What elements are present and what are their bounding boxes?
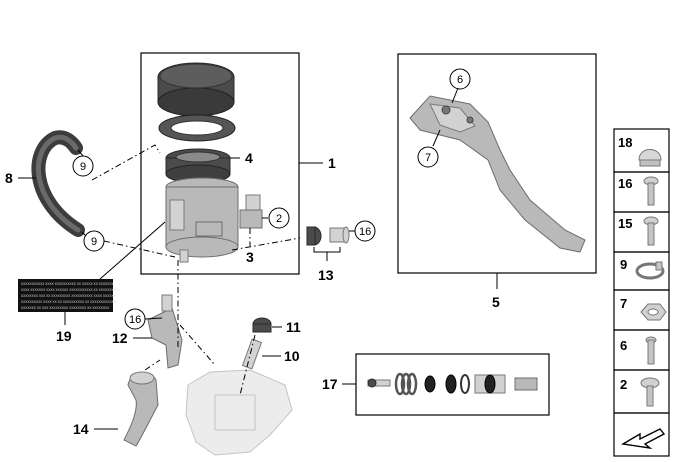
screw-icon: [643, 216, 659, 246]
callout-14[interactable]: 14: [73, 421, 89, 437]
clamp-part[interactable]: [239, 194, 263, 229]
fitting-bolt[interactable]: [329, 226, 350, 244]
arrow-icon[interactable]: [620, 428, 666, 450]
cap-nut-icon: [638, 149, 662, 167]
callout-6[interactable]: 6: [457, 74, 463, 86]
warning-line-2: XXXX XXXXXXX XXXX XXXXXX XXXXXXXXXXX XX …: [21, 288, 121, 292]
callout-1[interactable]: 1: [328, 155, 336, 171]
spring: [394, 372, 418, 396]
sidebar-item-label: 18: [618, 135, 632, 150]
callout-16-right[interactable]: 16: [359, 226, 371, 238]
repair-kit-parts[interactable]: [367, 372, 538, 396]
callout-17[interactable]: 17: [322, 376, 338, 392]
warning-line-1: XXXXXXXXXXX XXXX XXXXXXXXXX XX XXXXX XX …: [21, 282, 114, 286]
hose-clamp-icon: [635, 261, 665, 280]
callout-9-bottom[interactable]: 9: [91, 236, 97, 248]
sidebar-item-18[interactable]: 18: [618, 135, 662, 167]
callout-10[interactable]: 10: [284, 348, 300, 364]
callout-9-top[interactable]: 9: [80, 161, 86, 173]
brake-lever[interactable]: [409, 95, 586, 253]
parts-sidebar: [613, 128, 670, 457]
callout-2[interactable]: 2: [276, 213, 282, 225]
sidebar-item-15[interactable]: 15: [618, 216, 659, 246]
reservoir-cap[interactable]: [157, 62, 235, 117]
callout-3[interactable]: 3: [246, 249, 254, 265]
reservoir-gasket[interactable]: [158, 114, 236, 142]
warning-line-4: XXXXXXXXXX XXXX XX XX XXXXXXXXXX XX XXXX…: [21, 300, 119, 304]
sidebar-item-label: 9: [620, 257, 627, 272]
reservoir-body[interactable]: [165, 177, 239, 263]
master-cylinder-ghost: [185, 369, 293, 456]
sidebar-item-2[interactable]: 2: [620, 377, 660, 407]
bleeder-cap[interactable]: [252, 317, 272, 333]
callout-5[interactable]: 5: [492, 294, 500, 310]
hose[interactable]: [31, 130, 85, 237]
sidebar-item-label: 16: [618, 176, 632, 191]
callout-7[interactable]: 7: [425, 152, 431, 164]
sidebar-item-label: 7: [620, 296, 627, 311]
callout-8[interactable]: 8: [5, 170, 13, 186]
callout-4[interactable]: 4: [245, 150, 253, 166]
hex-nut-icon: [640, 303, 667, 321]
pan-head-screw-icon: [643, 176, 659, 206]
warning-line-5: XXXXXXX XX XXX XXXXXXXXX XXXXXXXX XX XXX…: [21, 306, 110, 310]
fitting-nut[interactable]: [306, 226, 322, 246]
callout-11[interactable]: 11: [286, 319, 301, 335]
sidebar-item-9[interactable]: 9: [620, 257, 665, 280]
callout-12[interactable]: 12: [112, 330, 128, 346]
callout-19[interactable]: 19: [56, 328, 72, 344]
callout-13[interactable]: 13: [318, 267, 334, 283]
warning-label[interactable]: XXXXXXXXXXX XXXX XXXXXXXXXX XX XXXXX XX …: [18, 279, 121, 312]
sidebar-item-label: 15: [618, 216, 632, 231]
sidebar-item-label: 6: [620, 338, 627, 353]
handlebar-clamp[interactable]: [123, 371, 159, 447]
pin-bolt-icon: [645, 336, 657, 365]
sidebar-item-6[interactable]: 6: [620, 336, 657, 365]
sidebar-item-7[interactable]: 7: [620, 296, 667, 321]
mounting-bracket[interactable]: [147, 294, 183, 369]
sidebar-item-label: 2: [620, 377, 627, 392]
bleeder-screw[interactable]: [241, 338, 263, 370]
callout-16-left[interactable]: 16: [129, 314, 141, 326]
warning-line-3: XXXXXXXX XXX XX XXXXXXXXX XXXXXXXXXX XXX…: [21, 294, 116, 298]
sidebar-item-16[interactable]: 16: [618, 176, 659, 206]
flange-screw-icon: [640, 377, 660, 407]
